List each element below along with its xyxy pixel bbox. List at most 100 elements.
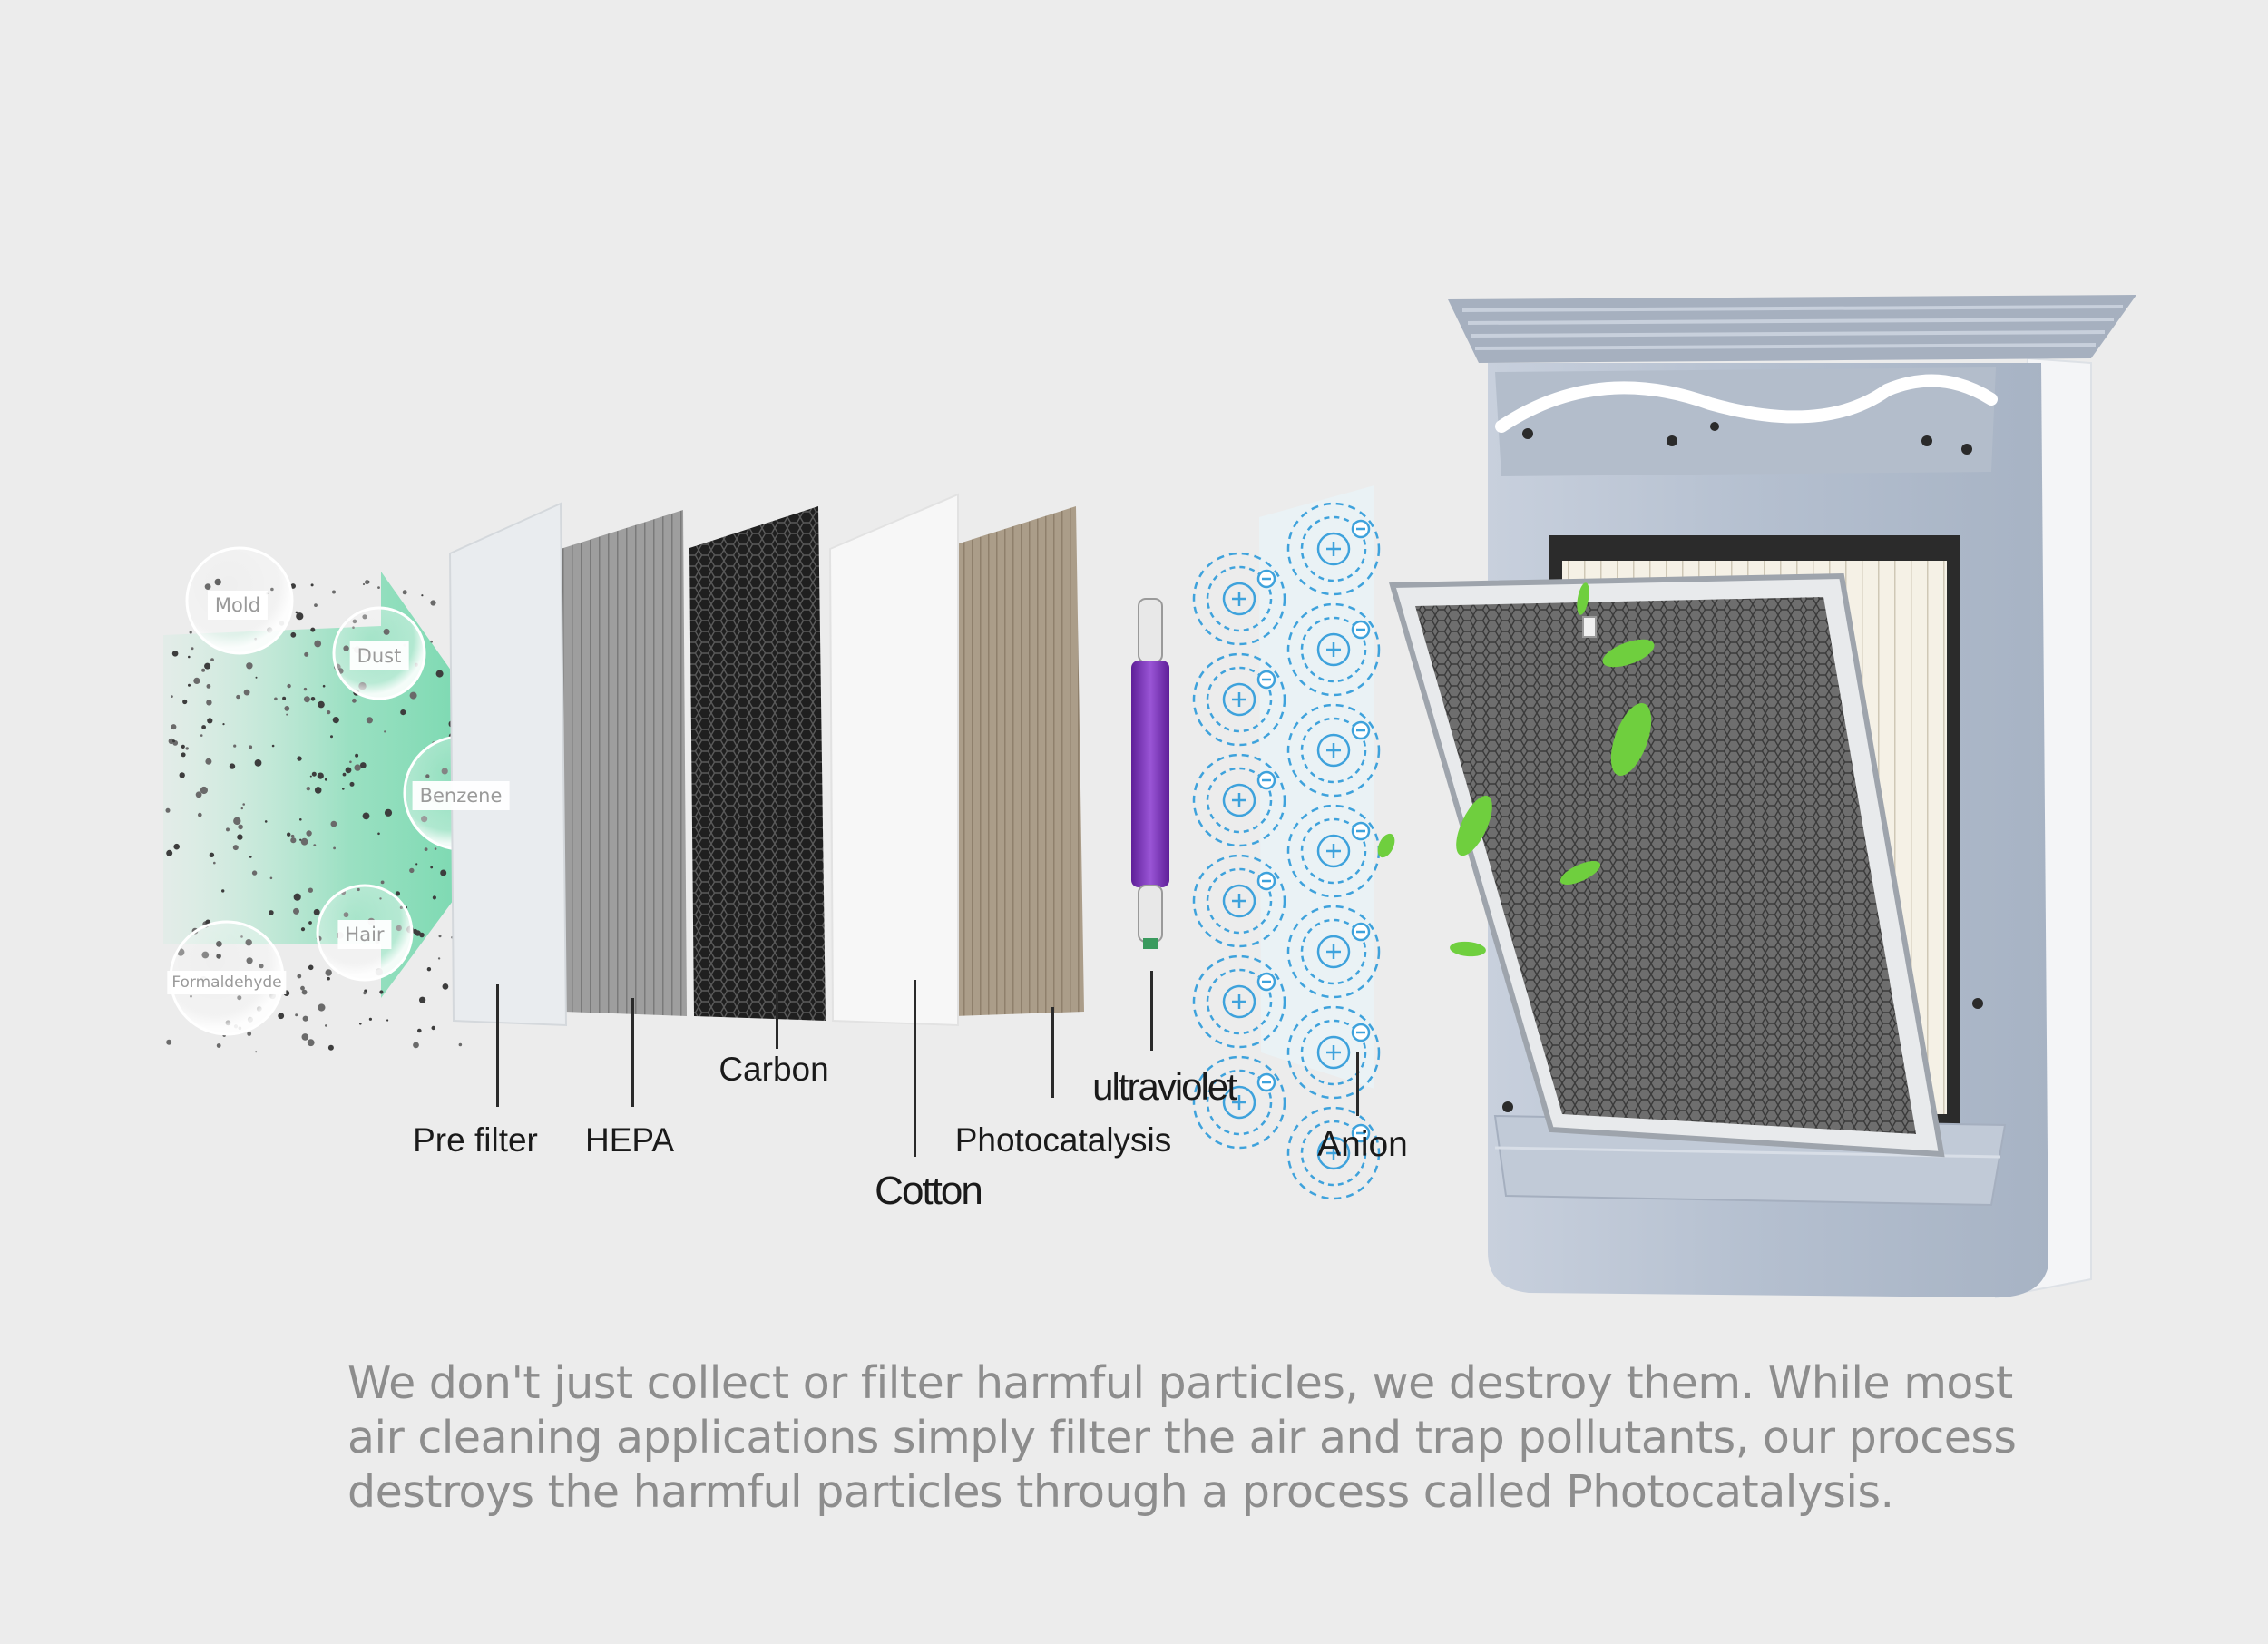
particle-dot <box>306 787 310 791</box>
cotton-panel <box>828 493 959 1027</box>
anion-ion <box>1286 703 1381 798</box>
particle-dot <box>296 612 304 621</box>
particle-dot <box>440 869 447 876</box>
particle-dot <box>243 689 250 696</box>
particle-dot <box>384 808 393 817</box>
label-carbon: Carbon <box>719 1051 829 1088</box>
particle-dot <box>201 668 206 672</box>
anion-panel <box>1192 485 1381 1200</box>
particle-dot <box>317 772 324 779</box>
particle-dot <box>313 844 317 846</box>
particle-dot <box>255 676 258 679</box>
pollutant-label-dust: Dust <box>349 641 409 670</box>
particle-dot <box>255 1051 258 1053</box>
label-photocatalysis: Photocatalysis <box>954 1121 1172 1159</box>
pollutant-label-benzene: Benzene <box>412 781 510 810</box>
callout-line-cotton <box>914 980 916 1157</box>
anion-ion <box>1192 954 1286 1049</box>
pollutant-label-hair: Hair <box>337 920 392 949</box>
particle-dot <box>417 1028 422 1033</box>
particle-dot <box>430 640 434 643</box>
particle-dot <box>299 818 302 821</box>
particle-dot <box>435 670 444 678</box>
description-line-3: destroys the harmful particles through a… <box>347 1466 1894 1518</box>
leaves <box>1377 582 1655 957</box>
particle-dot <box>200 734 203 737</box>
particle-dot <box>432 895 436 900</box>
particle-dot <box>380 880 385 885</box>
particle-dot <box>300 927 306 932</box>
particle-dot <box>247 1032 252 1036</box>
particle-dot <box>308 887 313 893</box>
particle-dot <box>198 812 202 817</box>
label-cotton: Cotton <box>875 1169 983 1213</box>
particle-dot <box>308 921 312 925</box>
particle-dot <box>318 1003 326 1012</box>
particle-dot <box>349 760 352 764</box>
particle-dot <box>379 990 384 994</box>
particle-dot <box>179 772 185 778</box>
particle-dot <box>236 694 240 700</box>
particle-dot <box>173 843 180 850</box>
particle-dot <box>274 697 278 701</box>
particle-dot <box>286 713 288 716</box>
particle-dot <box>166 1039 172 1045</box>
particle-dot <box>271 744 275 748</box>
particle-dot <box>171 651 179 657</box>
particle-dot <box>200 786 208 795</box>
particle-dot <box>333 846 336 850</box>
particle-dot <box>233 817 241 826</box>
particle-dot <box>424 847 428 851</box>
particle-dot <box>309 775 312 778</box>
particle-dot <box>290 834 295 838</box>
particle-dot <box>303 696 310 703</box>
particle-dot <box>325 969 332 976</box>
particle-dot <box>419 996 426 1003</box>
particle-dot <box>303 687 308 691</box>
particle-dot <box>324 778 327 781</box>
particle-dot <box>362 812 370 820</box>
particle-dot <box>166 849 173 856</box>
particle-dot <box>332 717 339 724</box>
particle-dot <box>181 744 185 749</box>
particle-dot <box>293 907 299 915</box>
particle-dot <box>229 763 236 769</box>
particle-dot <box>165 807 171 813</box>
particle-dot <box>304 651 309 657</box>
callout-line-anion <box>1356 1052 1359 1116</box>
particle-dot <box>300 837 308 846</box>
anion-ion <box>1286 1005 1381 1100</box>
particle-dot <box>168 738 174 745</box>
particle-dot <box>233 744 237 748</box>
particle-dot <box>188 655 191 659</box>
particle-dot <box>355 753 359 758</box>
particle-dot <box>181 752 186 758</box>
particle-dot <box>221 889 225 893</box>
particle-dot <box>278 1013 285 1020</box>
particle-dot <box>300 985 305 991</box>
particle-dot <box>415 863 418 866</box>
particle-dot <box>302 1015 308 1022</box>
anion-ion <box>1192 854 1286 948</box>
pollutant-label-formaldehyde: Formaldehyde <box>167 971 287 994</box>
particle-dot <box>313 908 320 915</box>
particle-dot <box>332 590 336 594</box>
particle-dot <box>330 735 333 739</box>
particle-dot <box>251 870 258 876</box>
particle-dot <box>188 683 191 687</box>
particle-dot <box>191 647 194 651</box>
description-text: We don't just collect or filter harmful … <box>347 1356 2017 1520</box>
callout-line-carbon <box>776 989 778 1049</box>
particle-dot <box>301 1033 309 1041</box>
particle-dot <box>207 718 213 724</box>
particle-dot <box>308 964 314 971</box>
particle-dot <box>287 832 291 837</box>
label-pre-filter: Pre filter <box>413 1121 538 1159</box>
particle-dot <box>322 684 326 688</box>
particle-dot <box>185 747 189 750</box>
particle-dot <box>395 891 400 896</box>
particle-dot <box>297 974 302 979</box>
particle-dot <box>306 830 312 837</box>
particle-dot <box>206 700 212 706</box>
particle-dot <box>363 991 367 995</box>
